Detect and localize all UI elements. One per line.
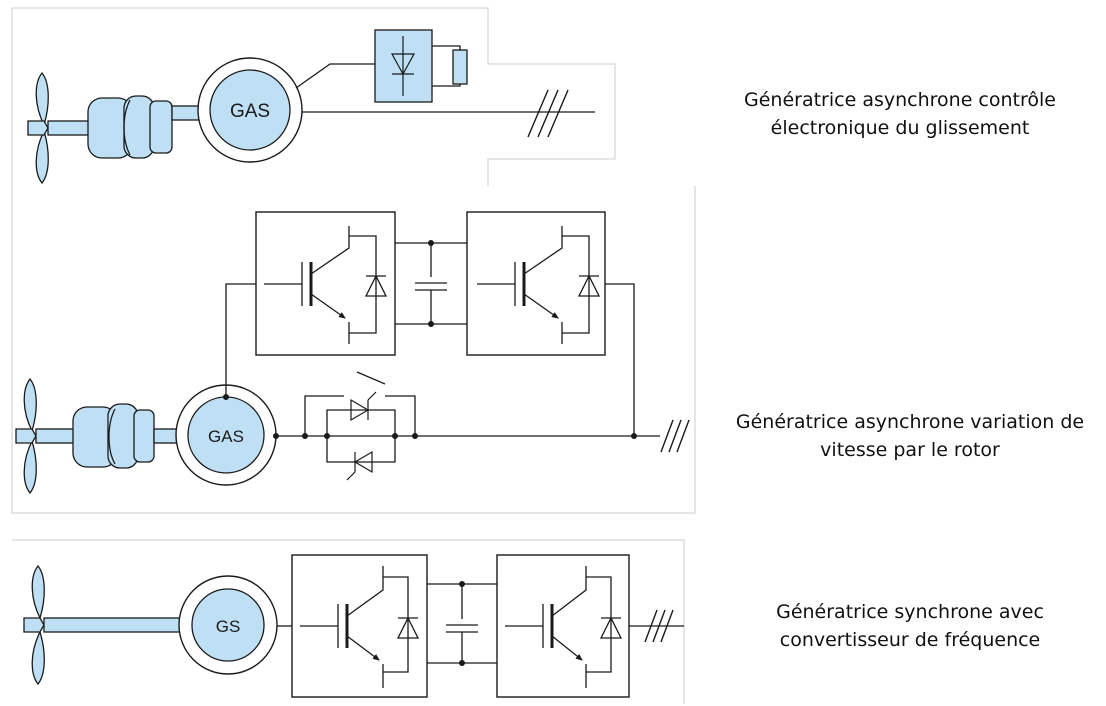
propeller-icon — [15, 377, 77, 495]
caption-line: Génératrice asynchrone variation de — [735, 411, 1085, 433]
machine-label: GAS — [208, 427, 244, 446]
resistor-icon — [452, 49, 468, 85]
three-phase-icon — [527, 89, 569, 138]
gearbox-icon — [72, 403, 181, 469]
caption-line: électronique du glissement — [770, 117, 1030, 139]
igbt-icon — [505, 566, 623, 688]
propeller-icon — [27, 71, 91, 185]
diagram-1: GAS — [11, 7, 616, 186]
generator-gas-1: GAS — [197, 57, 303, 163]
caption-line: convertisseur de fréquence — [779, 629, 1041, 651]
caption-diagram-2: Génératrice asynchrone variation de vite… — [715, 408, 1105, 464]
propeller-icon — [23, 564, 181, 686]
igbt-icon — [477, 226, 601, 344]
three-phase-icon — [660, 419, 690, 453]
caption-line: Génératrice synchrone avec — [776, 601, 1044, 623]
generator-gs: GS — [178, 575, 278, 675]
generator-gas-2: GAS — [175, 384, 277, 486]
gearbox-icon — [87, 95, 205, 159]
igbt-icon — [300, 566, 420, 688]
diagram-3-frame — [12, 539, 685, 704]
diagram-3: GS — [12, 539, 685, 704]
caption-diagram-3: Génératrice synchrone avec convertisseur… — [730, 598, 1090, 654]
diagram-2: GAS — [11, 186, 696, 514]
machine-label: GAS — [230, 101, 270, 122]
diagram-2-frame — [11, 186, 696, 514]
diagram-1-frame — [11, 7, 616, 186]
three-phase-icon — [644, 609, 674, 643]
igbt-icon — [264, 226, 388, 344]
caption-line: Génératrice asynchrone contrôle — [744, 89, 1056, 111]
diode-icon — [390, 36, 416, 96]
machine-label: GS — [216, 617, 241, 636]
caption-diagram-1: Génératrice asynchrone contrôle électron… — [712, 86, 1088, 142]
thyristor-icon — [346, 391, 377, 481]
caption-line: vitesse par le rotor — [820, 439, 1000, 461]
